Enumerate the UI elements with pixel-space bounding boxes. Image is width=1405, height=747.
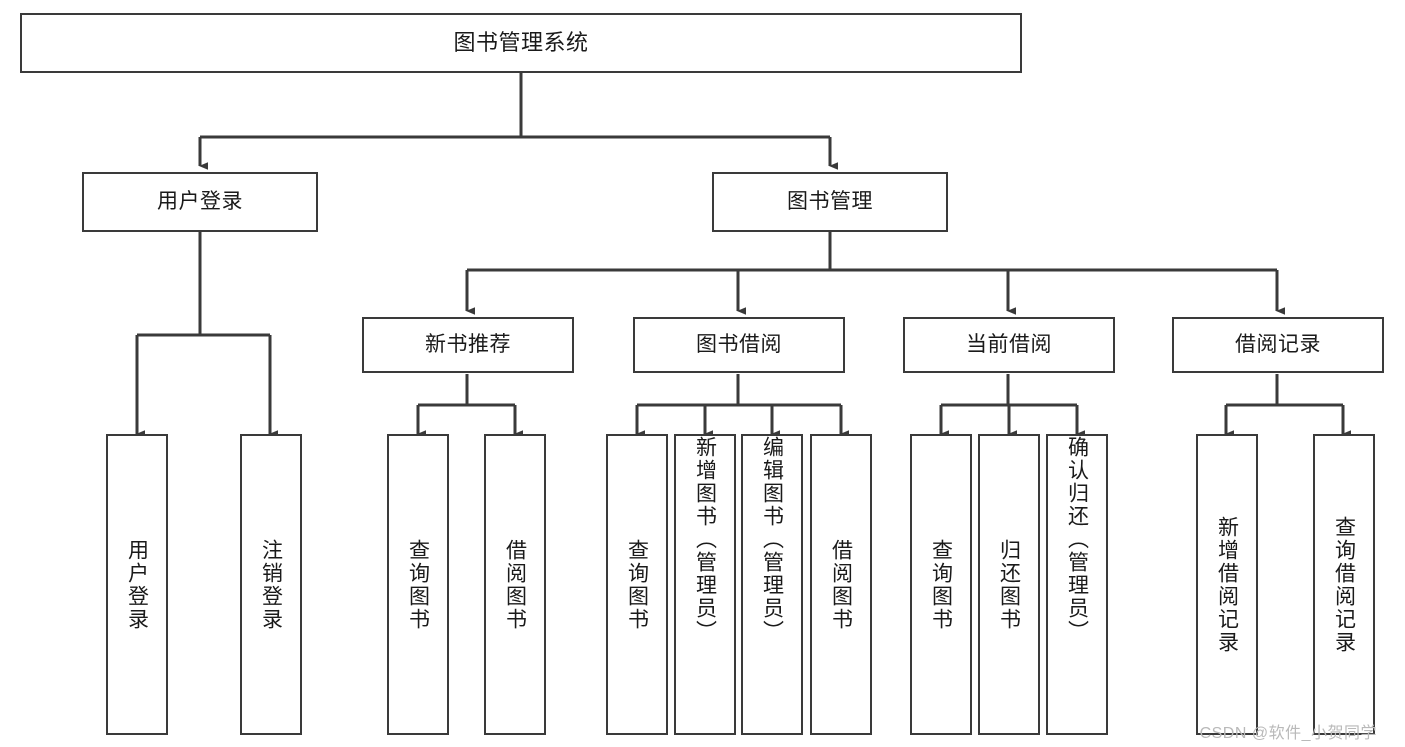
node-label: 新书推荐	[425, 332, 511, 356]
node-user-login[interactable]: 用户登录	[82, 172, 318, 232]
node-label: 查询图书	[625, 538, 649, 631]
node-book-management[interactable]: 图书管理	[712, 172, 948, 232]
node-label: 归还图书	[997, 538, 1021, 631]
node-leaf-add-book-admin[interactable]: 新增图书（管理员）	[674, 434, 736, 735]
node-label: 图书管理系统	[453, 30, 589, 56]
node-leaf-return-book[interactable]: 归还图书	[978, 434, 1040, 735]
node-borrow-record[interactable]: 借阅记录	[1172, 317, 1384, 373]
node-label: 图书借阅	[696, 332, 782, 356]
node-label: 新增借阅记录	[1215, 515, 1239, 654]
node-new-book-recommend[interactable]: 新书推荐	[362, 317, 574, 373]
node-label: 确认归还（管理员）	[1065, 436, 1089, 643]
node-label: 查询图书	[406, 538, 430, 631]
node-leaf-query-book-recommend[interactable]: 查询图书	[387, 434, 449, 735]
watermark-text: CSDN @软件_小贺同学	[1199, 725, 1377, 742]
node-label: 借阅图书	[829, 538, 853, 631]
node-label: 用户登录	[157, 189, 243, 213]
node-label: 编辑图书（管理员）	[760, 436, 784, 643]
node-current-borrow[interactable]: 当前借阅	[903, 317, 1115, 373]
node-leaf-add-borrow-record[interactable]: 新增借阅记录	[1196, 434, 1258, 735]
node-label: 借阅图书	[503, 538, 527, 631]
node-book-borrow[interactable]: 图书借阅	[633, 317, 845, 373]
node-label: 新增图书（管理员）	[693, 436, 717, 643]
node-leaf-user-login[interactable]: 用户登录	[106, 434, 168, 735]
node-leaf-query-borrow-record[interactable]: 查询借阅记录	[1313, 434, 1375, 735]
node-label: 用户登录	[125, 538, 149, 631]
node-label: 注销登录	[259, 538, 283, 631]
node-leaf-borrow-book-recommend[interactable]: 借阅图书	[484, 434, 546, 735]
node-leaf-query-book[interactable]: 查询图书	[606, 434, 668, 735]
node-leaf-logout[interactable]: 注销登录	[240, 434, 302, 735]
node-leaf-edit-book-admin[interactable]: 编辑图书（管理员）	[741, 434, 803, 735]
node-leaf-borrow-book[interactable]: 借阅图书	[810, 434, 872, 735]
node-label: 查询图书	[929, 538, 953, 631]
node-label: 借阅记录	[1235, 332, 1321, 356]
node-label: 当前借阅	[966, 332, 1052, 356]
node-label: 图书管理	[787, 189, 873, 213]
node-label: 查询借阅记录	[1332, 515, 1356, 654]
node-leaf-query-book-current[interactable]: 查询图书	[910, 434, 972, 735]
node-root-book-management-system[interactable]: 图书管理系统	[20, 13, 1022, 73]
node-leaf-confirm-return-admin[interactable]: 确认归还（管理员）	[1046, 434, 1108, 735]
